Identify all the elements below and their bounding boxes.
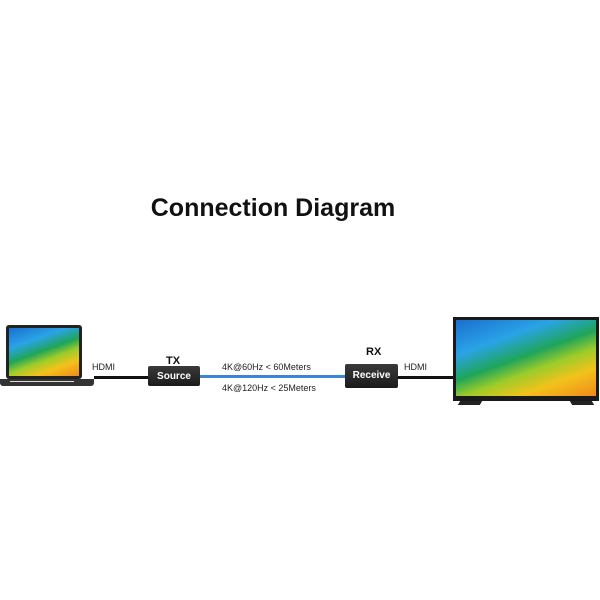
rx-receive-box: Receive — [345, 364, 398, 388]
hdmi-label-right: HDMI — [404, 362, 427, 372]
spec-60hz: 4K@60Hz < 60Meters — [222, 362, 311, 372]
tv — [453, 317, 599, 407]
tx-source-box: Source — [148, 366, 200, 386]
laptop-screen — [9, 328, 79, 376]
fiber-cable — [199, 375, 347, 378]
tx-label: TX — [166, 355, 181, 367]
laptop — [0, 325, 96, 387]
diagram-title: Connection Diagram — [150, 194, 396, 222]
hdmi-cable-left — [94, 376, 150, 379]
rx-box-text: Receive — [352, 370, 391, 381]
laptop-base-highlight — [10, 381, 74, 382]
spec-120hz: 4K@120Hz < 25Meters — [222, 383, 316, 393]
rx-label: RX — [366, 346, 382, 358]
tx-box-text: Source — [157, 371, 191, 382]
laptop-base — [0, 379, 94, 386]
tv-screen — [456, 320, 596, 396]
tv-foot-left — [457, 401, 483, 405]
hdmi-label-left: HDMI — [92, 362, 115, 372]
tv-foot-right — [569, 401, 595, 405]
hdmi-cable-right — [397, 376, 455, 379]
